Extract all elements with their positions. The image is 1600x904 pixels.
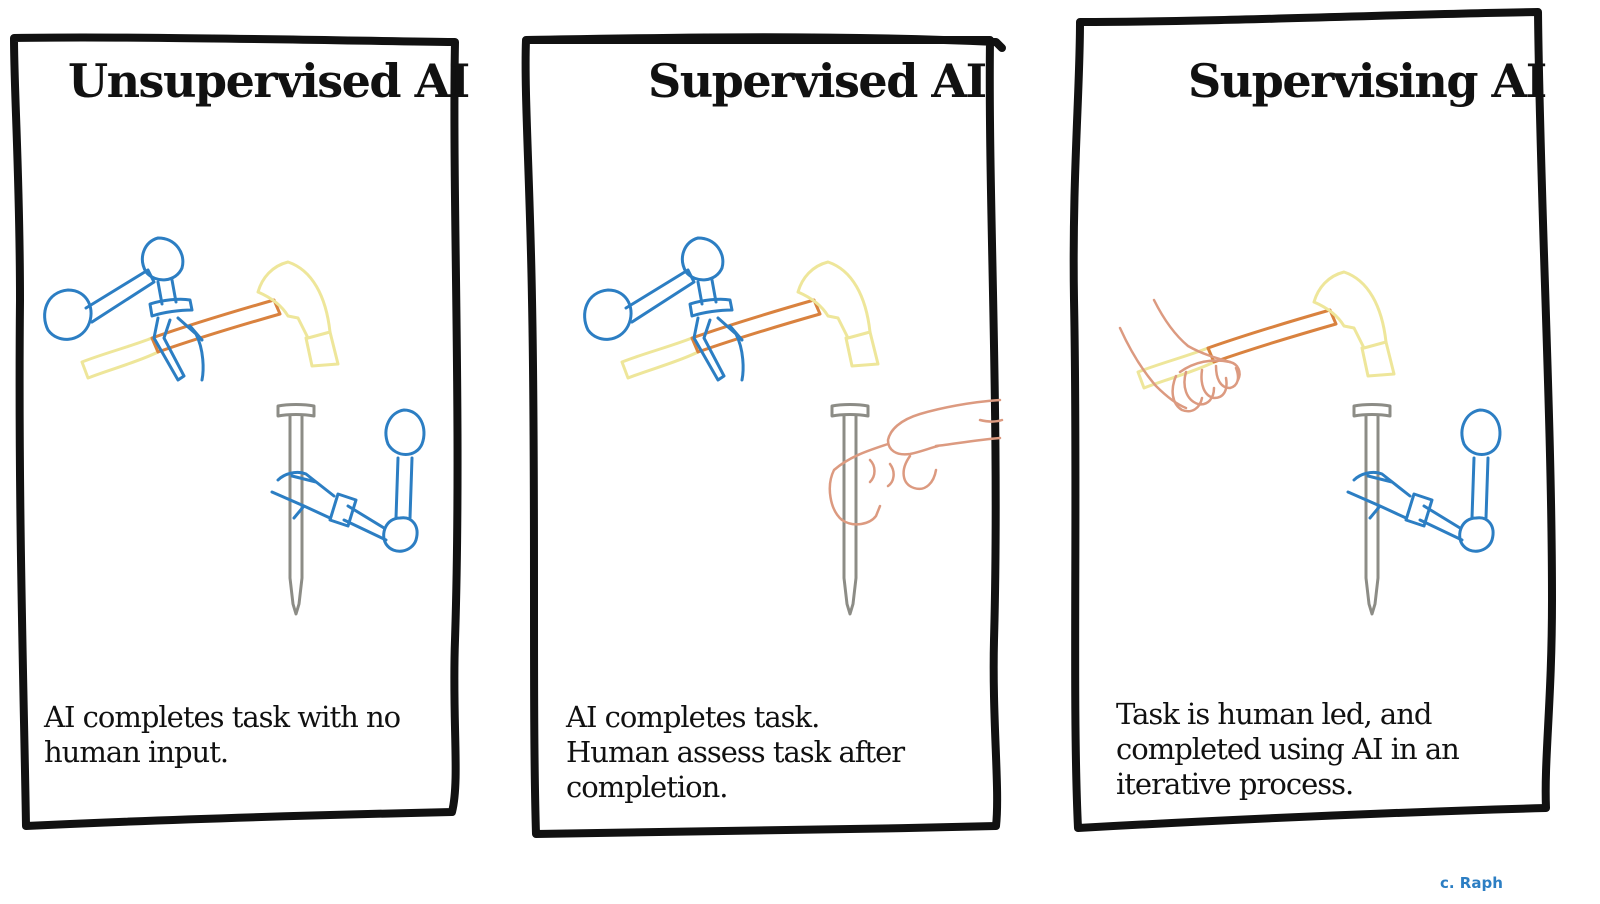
robot-claw-right: [176, 316, 205, 382]
hand-wrist: [934, 418, 1004, 448]
nail-holder: [828, 398, 1004, 526]
robot-elbow: [141, 236, 185, 282]
nail-group: [276, 403, 316, 616]
panel-1-illustration: [43, 236, 426, 616]
hammer-head: [256, 260, 332, 340]
robot-arm-icon: [1346, 408, 1502, 553]
nail-group: [1352, 403, 1392, 616]
robot-arm-icon: [583, 236, 745, 382]
human-hand-icon: [1118, 298, 1241, 413]
panel-2-illustration: [583, 236, 1004, 616]
hammer-shaft: [1206, 308, 1338, 364]
hammer-group: [80, 260, 340, 380]
hand-fingers: [1171, 364, 1240, 413]
robot-top-joint: [1460, 408, 1502, 456]
hand-thumb: [902, 454, 938, 491]
nail-holder: [1346, 408, 1502, 553]
hammer-icon: [620, 260, 880, 380]
panel-2-caption-line-1: AI completes task.: [566, 700, 820, 734]
robot-claw-left: [152, 316, 186, 382]
hammer-face: [1360, 340, 1396, 378]
hand-wrist-upper: [1152, 298, 1232, 364]
robot-wrist: [148, 297, 194, 318]
hand-fingers: [828, 442, 890, 526]
panel-1-title: Unsupervised AI: [68, 54, 470, 108]
robot-upper-arm: [84, 268, 156, 324]
panel-2-frame: [521, 33, 1006, 838]
hammer-shaft: [690, 298, 822, 354]
hammer-head: [796, 260, 872, 340]
panel-3-caption-line-1: Task is human led, and: [1116, 697, 1432, 731]
nail-icon: [1352, 403, 1392, 616]
hammer-holder: [583, 236, 745, 382]
panel-2-caption: AI completes task. Human assess task aft…: [566, 700, 905, 805]
artist-credit: c. Raph: [1440, 874, 1503, 892]
human-hand-icon: [828, 398, 1004, 526]
hand-thumb: [1178, 359, 1241, 382]
robot-wrist: [328, 492, 358, 528]
hammer-grip: [80, 336, 160, 380]
panel-1-frame: [10, 33, 462, 830]
panel-frames: [10, 8, 1556, 838]
panel-1-caption-line-2: human input.: [44, 735, 229, 769]
hammer-icon: [80, 260, 340, 380]
robot-bottom-joint: [1458, 516, 1495, 553]
robot-claw-right: [716, 316, 745, 382]
hammer-face: [844, 330, 880, 368]
hammer-shaft: [150, 298, 282, 354]
nail-icon: [276, 403, 316, 616]
robot-arm-segment: [1470, 456, 1490, 520]
panel-3-caption-line-3: iterative process.: [1116, 767, 1354, 801]
robot-elbow: [681, 236, 725, 282]
robot-upper-arm: [624, 268, 696, 324]
panel-3-frame: [1069, 8, 1556, 832]
robot-arm-icon: [270, 408, 426, 553]
nail-holder: [270, 408, 426, 553]
robot-claw-upper: [276, 470, 336, 498]
panel-2-caption-line-3: completion.: [566, 770, 729, 804]
robot-wrist: [1404, 492, 1434, 528]
panel-3-title: Supervising AI: [1188, 54, 1547, 108]
robot-wrist: [688, 297, 734, 318]
nail-group: [830, 403, 870, 616]
panel-2-title: Supervised AI: [648, 54, 987, 108]
panel-3-caption-line-2: completed using AI in an: [1116, 732, 1460, 766]
hammer-face: [304, 330, 340, 368]
panel-3-illustration: [1118, 270, 1502, 616]
robot-arm-segment: [394, 456, 414, 520]
robot-arm-icon: [43, 236, 205, 382]
hand-index-finger: [886, 398, 1002, 456]
robot-shoulder: [43, 288, 93, 341]
panel-1-caption-line-1: AI completes task with no: [44, 700, 401, 734]
robot-claw-left: [692, 316, 726, 382]
hammer-head: [1312, 270, 1388, 350]
nail-icon: [830, 403, 870, 616]
robot-claw-lower: [1346, 490, 1408, 520]
hammer-group: [620, 260, 880, 380]
robot-bottom-joint: [382, 516, 419, 553]
hammer-holder: [43, 236, 205, 382]
hammer-holder: [1118, 298, 1241, 413]
panel-illustrations: [43, 236, 1502, 616]
panel-1-caption: AI completes task with no human input.: [44, 700, 401, 770]
robot-shoulder: [583, 288, 633, 341]
robot-top-joint: [384, 408, 426, 456]
hand-knuckles: [868, 458, 895, 488]
robot-claw-lower: [270, 490, 332, 520]
hammer-icon: [1136, 270, 1396, 390]
panel-3-caption: Task is human led, and completed using A…: [1116, 697, 1460, 802]
hammer-group: [1136, 270, 1396, 390]
robot-claw-upper: [1352, 470, 1412, 498]
panel-2-caption-line-2: Human assess task after: [566, 735, 905, 769]
hammer-grip: [620, 336, 700, 380]
